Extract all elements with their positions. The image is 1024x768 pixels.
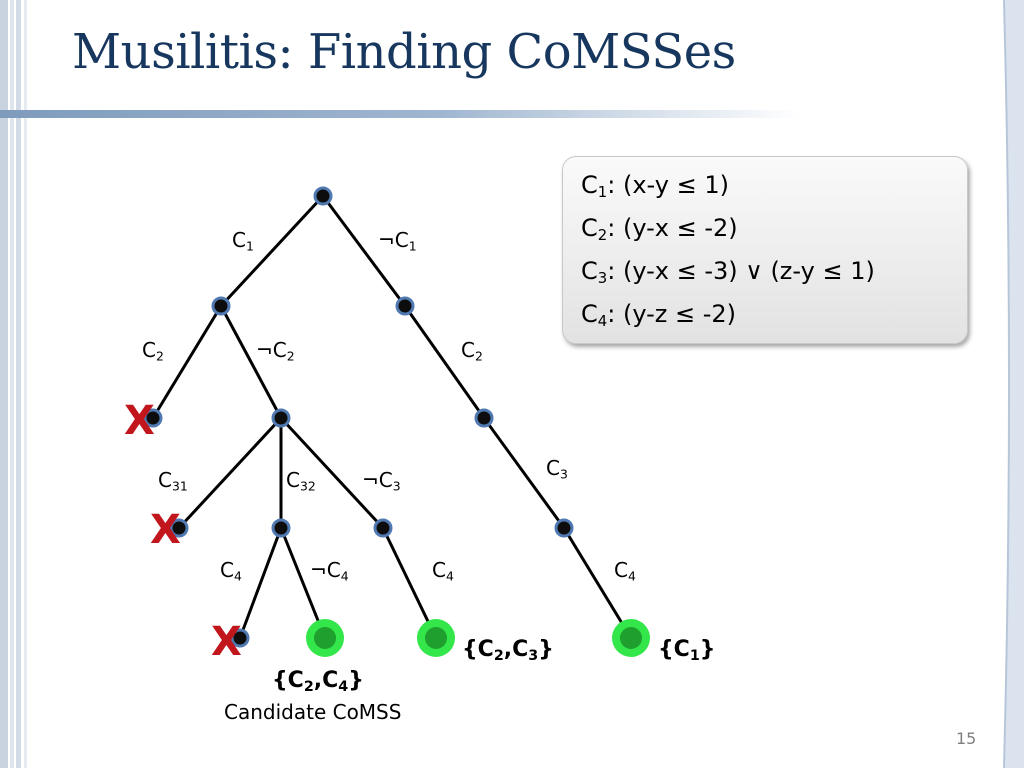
tree-node (313, 186, 333, 206)
conflict-x-mark: X (124, 398, 155, 444)
edge-mid-left (238, 527, 283, 639)
edge-r2-down (482, 417, 566, 529)
edge-label: C4 (220, 558, 242, 584)
edge-l-right (219, 305, 283, 419)
satisfying-leaf-core (314, 627, 336, 649)
tree-node (474, 408, 494, 428)
edge-lr-right (279, 416, 385, 530)
title-underline (0, 110, 800, 118)
tree-node (554, 518, 574, 538)
left-stripe-2 (10, 0, 14, 768)
edge-label: ¬C1 (378, 228, 417, 254)
clause-list-box: C1: (x-y ≤ 1) C2: (y-x ≤ -2) C3: (y-x ≤ … (562, 156, 968, 344)
page-number: 15 (956, 729, 977, 748)
satisfying-leaf-core (620, 627, 642, 649)
left-stripe-3 (16, 0, 21, 768)
comss-result: {C1} (658, 637, 716, 664)
edge-label: ¬C3 (362, 468, 401, 494)
edge-label: C4 (432, 558, 454, 584)
satisfying-leaf-core (425, 627, 447, 649)
edge-right-down (381, 527, 438, 639)
tree-node (395, 296, 415, 316)
clause-1: C1: (x-y ≤ 1) (581, 171, 729, 202)
left-stripe-1 (0, 0, 8, 768)
edge-label: C31 (158, 468, 188, 494)
edge-label: C3 (546, 456, 568, 482)
edge-r-down (403, 305, 486, 419)
edge-far-right-down (562, 527, 633, 639)
edge-label: C4 (614, 558, 636, 584)
left-stripe-4 (24, 0, 27, 768)
conflict-x-mark: X (150, 507, 181, 553)
clause-3: C3: (y-x ≤ -3) ∨ (z-y ≤ 1) (581, 257, 875, 288)
tree-node (169, 518, 189, 538)
candidate-comss-result: {C2,C4} (272, 668, 364, 695)
slide-title: Musilitis: Finding CoMSSes (72, 24, 736, 80)
candidate-comss-label: Candidate CoMSS (224, 700, 402, 724)
edge-l-left (151, 305, 223, 419)
tree-node (211, 296, 231, 316)
right-edge-decoration (1003, 0, 1024, 768)
tree-node (373, 518, 393, 538)
edge-label: ¬C4 (310, 558, 349, 584)
edge-label: C32 (286, 468, 316, 494)
comss-result: {C2,C3} (462, 637, 554, 664)
conflict-x-mark: X (211, 619, 242, 665)
edge-lr-left (177, 416, 283, 530)
edge-label: ¬C2 (256, 338, 295, 364)
edge-label: C2 (461, 338, 483, 364)
tree-node (143, 408, 163, 428)
edge-label: C2 (142, 338, 164, 364)
tree-node (271, 518, 291, 538)
edge-mid-right (279, 527, 327, 639)
tree-node (271, 408, 291, 428)
edge-root-right (321, 195, 407, 307)
tree-node (230, 628, 250, 648)
edge-label: C1 (232, 228, 254, 254)
edge-root-left (219, 194, 325, 308)
clause-4: C4: (y-z ≤ -2) (581, 300, 737, 331)
clause-2: C2: (y-x ≤ -2) (581, 214, 738, 245)
